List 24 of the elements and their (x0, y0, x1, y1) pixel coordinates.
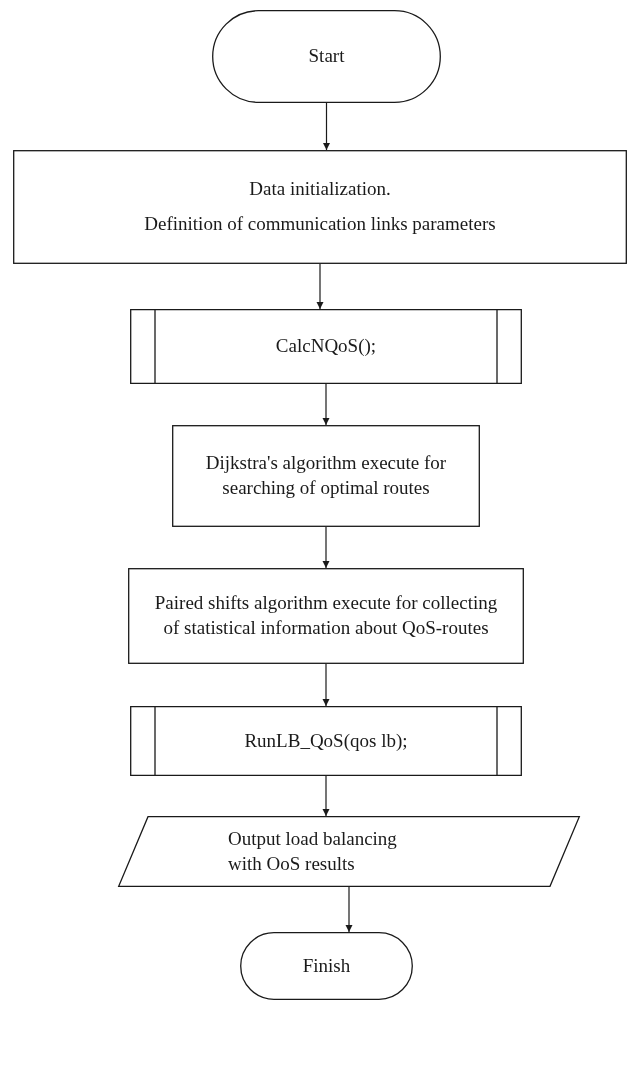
subroutine-box (130, 309, 522, 384)
input-output-parallelogram (118, 816, 580, 887)
arrow (322, 663, 330, 707)
node-label: Paired shifts algorithm execute for collecting of statistical information about QoS-routes (153, 591, 499, 640)
terminal-shape (212, 10, 441, 103)
node-label: Output load balancing with OoS results (228, 826, 398, 876)
arrow (322, 383, 330, 426)
arrow (322, 526, 330, 569)
arrow (323, 102, 330, 151)
subroutine-box (130, 706, 522, 776)
arrow (316, 263, 324, 310)
arrow (322, 775, 330, 817)
terminal-shape (240, 932, 413, 1000)
node-label: Dijkstra's algorithm execute for searching of optimal routes (204, 451, 448, 500)
node-label: Finish (302, 953, 351, 978)
node-label: RunLB_QoS(qos lb); (244, 728, 408, 753)
arrow (345, 886, 353, 933)
process-box (128, 568, 524, 664)
node-label: Definition of communication links parameters (144, 212, 496, 236)
node-label: Start (308, 44, 345, 69)
process-box (13, 150, 627, 264)
node-label: Data initialization. (249, 177, 391, 202)
node-label: CalcNQoS(); (275, 334, 377, 359)
process-box (172, 425, 480, 527)
